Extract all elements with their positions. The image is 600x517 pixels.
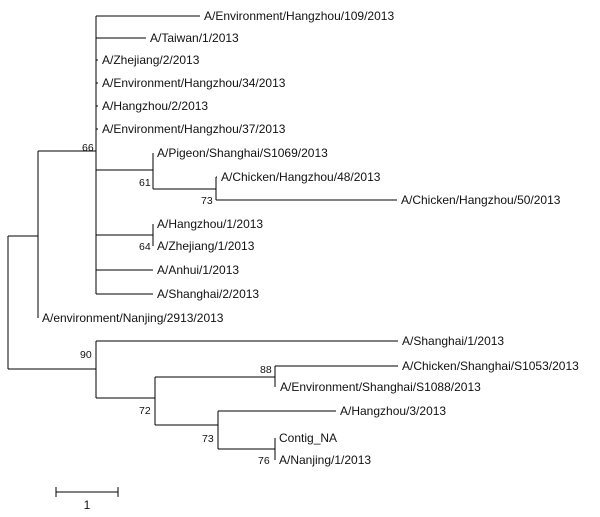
tip-label-hangzhou-2: A/Hangzhou/2/2013 <box>102 99 208 113</box>
tip-label-chicken-hz-50: A/Chicken/Hangzhou/50/2013 <box>401 193 561 207</box>
scale-bar-label: 1 <box>84 498 91 512</box>
tip-label-pigeon-sh: A/Pigeon/Shanghai/S1069/2013 <box>157 146 328 160</box>
bootstrap-labels: 66 61 73 64 90 88 72 73 76 <box>80 142 272 467</box>
tip-label-shanghai-2: A/Shanghai/2/2013 <box>157 287 259 301</box>
tip-label-zhejiang-1: A/Zhejiang/1/2013 <box>157 239 255 253</box>
bootstrap-label-bs-66: 66 <box>82 142 94 154</box>
bootstrap-label-bs-90: 90 <box>80 349 92 361</box>
bootstrap-label-bs-88: 88 <box>260 364 272 376</box>
tree-branches <box>7 15 398 460</box>
tip-labels: A/Environment/Hangzhou/109/2013A/Taiwan/… <box>42 9 579 467</box>
bootstrap-label-bs-72: 72 <box>139 405 151 417</box>
bootstrap-label-bs-64: 64 <box>139 241 151 253</box>
tip-label-env-hz-109: A/Environment/Hangzhou/109/2013 <box>204 9 394 23</box>
tip-label-env-hz-37: A/Environment/Hangzhou/37/2013 <box>102 122 286 136</box>
tip-label-contig-na: Contig_NA <box>279 431 337 445</box>
tip-label-shanghai-1: A/Shanghai/1/2013 <box>402 334 504 348</box>
tip-label-chicken-hz-48: A/Chicken/Hangzhou/48/2013 <box>221 170 381 184</box>
tip-label-env-hz-34: A/Environment/Hangzhou/34/2013 <box>102 76 286 90</box>
tip-label-env-nanjing: A/environment/Nanjing/2913/2013 <box>42 311 224 325</box>
tip-label-env-sh: A/Environment/Shanghai/S1088/2013 <box>280 380 481 394</box>
bootstrap-label-bs-61: 61 <box>139 177 151 189</box>
tip-label-chicken-sh: A/Chicken/Shanghai/S1053/2013 <box>402 359 579 373</box>
bootstrap-label-bs-73-lower: 73 <box>202 433 214 445</box>
tip-label-zhejiang-2: A/Zhejiang/2/2013 <box>102 53 200 67</box>
tip-label-nanjing-1: A/Nanjing/1/2013 <box>279 453 371 467</box>
tip-label-hangzhou-3: A/Hangzhou/3/2013 <box>340 404 446 418</box>
tip-label-anhui-1: A/Anhui/1/2013 <box>157 263 239 277</box>
bootstrap-label-bs-76: 76 <box>258 455 270 467</box>
tip-label-hangzhou-1: A/Hangzhou/1/2013 <box>157 217 263 231</box>
bootstrap-label-bs-73-upper: 73 <box>201 195 213 207</box>
tip-label-taiwan-1: A/Taiwan/1/2013 <box>150 31 239 45</box>
scale-bar: 1 <box>55 487 119 512</box>
